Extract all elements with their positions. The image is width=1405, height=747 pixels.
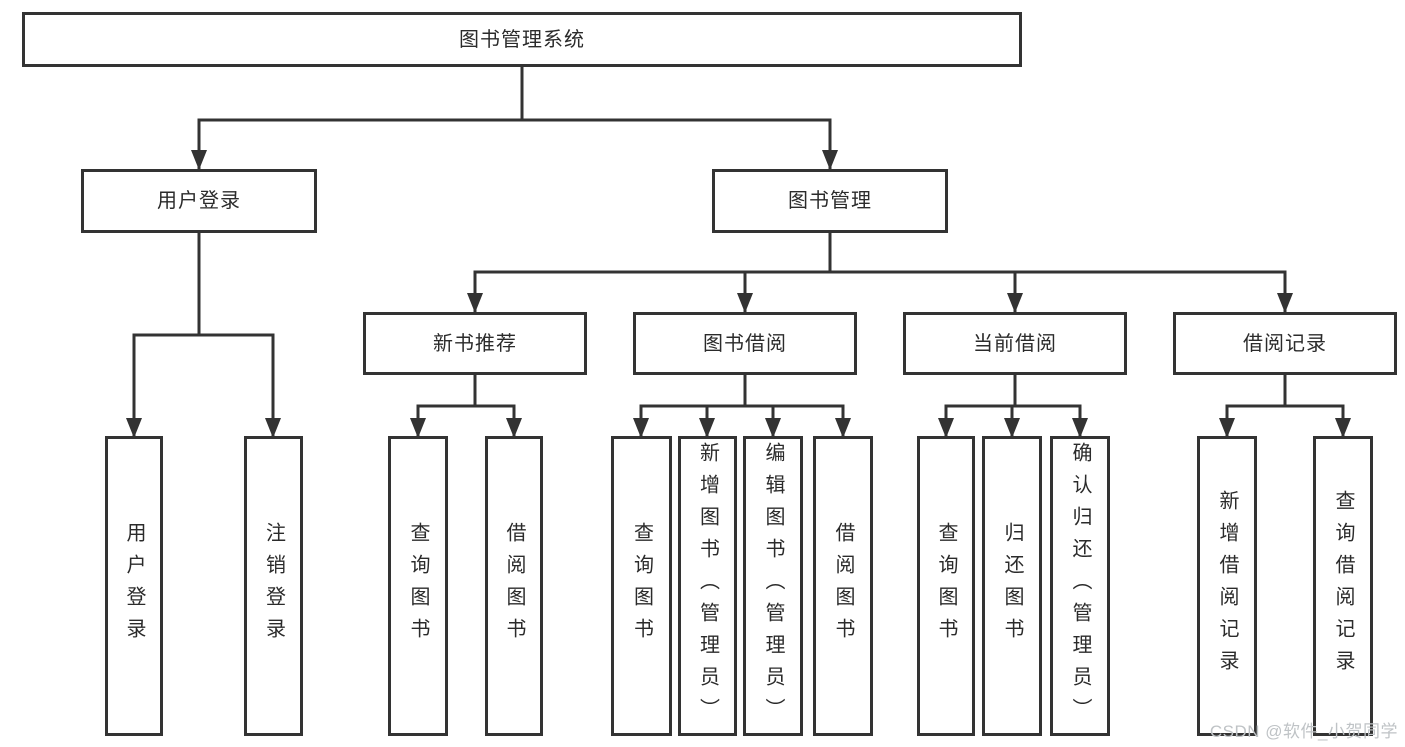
- node-borrowing-records: 借阅记录: [1173, 312, 1397, 375]
- node-user-login: 用户登录: [81, 169, 317, 233]
- leaf-bb-add-books-admin: 新增图书（管理员）: [678, 436, 737, 736]
- leaf-br-query-record: 查询借阅记录: [1313, 436, 1373, 736]
- leaf-bb-edit-books-admin: 编辑图书（管理员）: [743, 436, 803, 736]
- leaf-user-login: 用户登录: [105, 436, 163, 736]
- node-current-borrowing: 当前借阅: [903, 312, 1127, 375]
- node-book-management: 图书管理: [712, 169, 948, 233]
- leaf-logout: 注销登录: [244, 436, 303, 736]
- node-book-borrowing: 图书借阅: [633, 312, 857, 375]
- leaf-br-add-record: 新增借阅记录: [1197, 436, 1257, 736]
- leaf-cb-return-books: 归还图书: [982, 436, 1042, 736]
- leaf-bb-query-books: 查询图书: [611, 436, 672, 736]
- connector-arrows: [126, 150, 1351, 438]
- leaf-bb-borrow-books: 借阅图书: [813, 436, 873, 736]
- leaf-rec-borrow-books: 借阅图书: [485, 436, 543, 736]
- leaf-cb-query-books: 查询图书: [917, 436, 975, 736]
- node-new-book-recommendation: 新书推荐: [363, 312, 587, 375]
- leaf-rec-query-books: 查询图书: [388, 436, 448, 736]
- watermark: CSDN @软件_小贺同学: [1209, 722, 1398, 741]
- leaf-cb-confirm-return-admin: 确认归还（管理员）: [1050, 436, 1110, 736]
- node-root: 图书管理系统: [22, 12, 1022, 67]
